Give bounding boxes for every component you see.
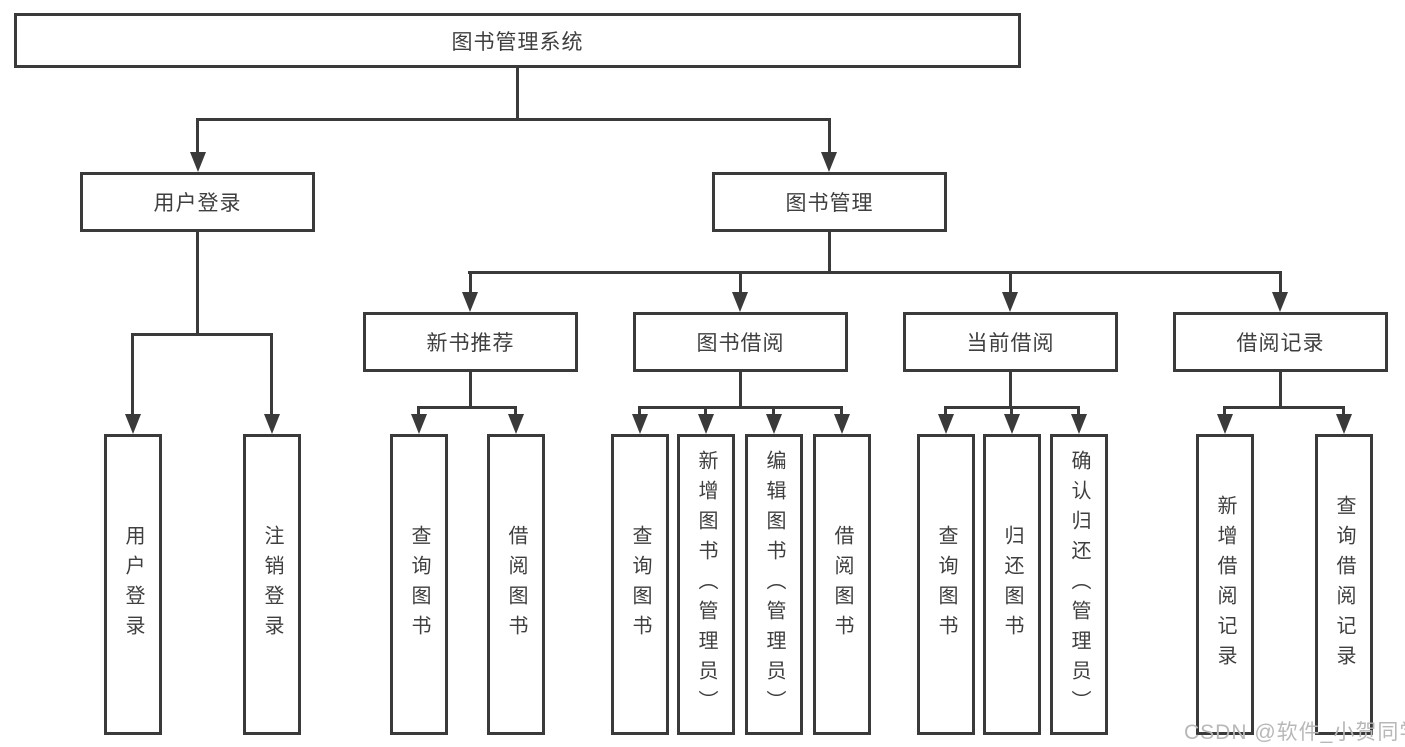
line-book-management-bar: [468, 271, 1282, 274]
line-drop-borrowing-records: [1279, 271, 1282, 296]
line-root-bar: [196, 118, 831, 121]
line-user-login-stem: [196, 231, 199, 335]
node-user-login-action: 用户登录: [104, 434, 162, 735]
node-label: 图书管理: [785, 192, 874, 215]
node-query-borrow-record: 查询借阅记录: [1315, 434, 1373, 735]
node-label: 用户登录: [153, 192, 242, 215]
line-book-management-stem: [828, 231, 831, 273]
node-label: 查询图书: [408, 524, 430, 645]
node-library-management-system: 图书管理系统: [14, 13, 1021, 68]
arrowhead-book-management: [821, 152, 837, 172]
node-user-login: 用户登录: [80, 172, 315, 232]
node-logout-action: 注销登录: [243, 434, 301, 735]
line-drop-add-books-admin: [704, 406, 707, 418]
line-drop-book-management: [828, 118, 831, 156]
node-label: 确认归还（管理员）: [1068, 449, 1090, 720]
arrowhead-query-borrow-record: [1336, 414, 1352, 434]
arrowhead-query-books-recommend: [411, 414, 427, 434]
node-label: 新书推荐: [426, 332, 515, 355]
arrowhead-add-borrow-record: [1217, 414, 1233, 434]
line-drop-confirm-return-admin: [1077, 406, 1080, 418]
node-confirm-return-admin: 确认归还（管理员）: [1050, 434, 1108, 735]
line-book-borrowing-stem: [739, 371, 742, 409]
line-drop-borrow-books: [840, 406, 843, 418]
node-label: 当前借阅: [966, 332, 1055, 355]
node-label: 借阅记录: [1236, 332, 1325, 355]
node-add-books-admin: 新增图书（管理员）: [677, 434, 735, 735]
line-borrowing-records-stem: [1279, 371, 1282, 409]
arrowhead-borrow-books: [834, 414, 850, 434]
arrowhead-logout-action: [264, 414, 280, 434]
arrowhead-current-borrowing: [1002, 292, 1018, 312]
line-drop-current-borrowing: [1009, 271, 1012, 296]
line-book-borrowing-bar: [638, 406, 843, 409]
line-drop-query-borrow-record: [1342, 406, 1345, 418]
line-borrowing-records-bar: [1223, 406, 1345, 409]
arrowhead-edit-books-admin: [766, 414, 782, 434]
node-query-books-current: 查询图书: [917, 434, 975, 735]
arrowhead-add-books-admin: [698, 414, 714, 434]
arrowhead-user-login: [190, 152, 206, 172]
line-drop-logout-action: [270, 333, 273, 418]
line-drop-user-login: [196, 118, 199, 156]
line-drop-borrow-books-recommend: [514, 406, 517, 418]
line-new-book-recommendation-stem: [469, 371, 472, 409]
line-new-book-recommendation-bar: [417, 406, 517, 409]
arrowhead-query-books-borrowing: [632, 414, 648, 434]
node-new-book-recommendation: 新书推荐: [363, 312, 578, 372]
node-label: 编辑图书（管理员）: [763, 449, 785, 720]
node-label: 图书管理系统: [451, 30, 584, 54]
node-book-management: 图书管理: [712, 172, 947, 232]
node-label: 借阅图书: [505, 524, 527, 645]
node-label: 图书借阅: [696, 332, 785, 355]
line-drop-return-books: [1010, 406, 1013, 418]
node-label: 查询借阅记录: [1333, 494, 1355, 675]
line-drop-query-books-current: [944, 406, 947, 418]
line-drop-query-books-borrowing: [638, 406, 641, 418]
line-user-login-bar: [131, 333, 273, 336]
node-label: 查询图书: [629, 524, 651, 645]
node-current-borrowing: 当前借阅: [903, 312, 1118, 372]
arrowhead-query-books-current: [938, 414, 954, 434]
node-borrowing-records: 借阅记录: [1173, 312, 1388, 372]
node-label: 新增图书（管理员）: [695, 449, 717, 720]
arrowhead-user-login-action: [125, 414, 141, 434]
node-label: 新增借阅记录: [1214, 494, 1236, 675]
line-drop-query-books-recommend: [417, 406, 420, 418]
line-drop-edit-books-admin: [772, 406, 775, 418]
node-query-books-recommend: 查询图书: [390, 434, 448, 735]
node-label: 归还图书: [1001, 524, 1023, 645]
node-book-borrowing: 图书借阅: [633, 312, 848, 372]
line-root-stem: [516, 66, 519, 120]
line-drop-add-borrow-record: [1223, 406, 1226, 418]
node-query-books-borrowing: 查询图书: [611, 434, 669, 735]
arrowhead-borrow-books-recommend: [508, 414, 524, 434]
line-current-borrowing-stem: [1009, 371, 1012, 409]
arrowhead-confirm-return-admin: [1071, 414, 1087, 434]
line-drop-book-borrowing: [739, 271, 742, 296]
node-label: 借阅图书: [831, 524, 853, 645]
node-edit-books-admin: 编辑图书（管理员）: [745, 434, 803, 735]
node-borrow-books-recommend: 借阅图书: [487, 434, 545, 735]
node-return-books: 归还图书: [983, 434, 1041, 735]
arrowhead-new-book-recommendation: [462, 292, 478, 312]
line-drop-new-book-recommendation: [469, 271, 472, 296]
arrowhead-return-books: [1004, 414, 1020, 434]
csdn-watermark: CSDN @软件_小贺同学: [1184, 721, 1405, 744]
arrowhead-borrowing-records: [1272, 292, 1288, 312]
node-add-borrow-record: 新增借阅记录: [1196, 434, 1254, 735]
node-label: 查询图书: [935, 524, 957, 645]
line-drop-user-login-action: [131, 333, 134, 418]
arrowhead-book-borrowing: [732, 292, 748, 312]
node-label: 注销登录: [261, 524, 283, 645]
node-label: 用户登录: [122, 524, 144, 645]
node-borrow-books: 借阅图书: [813, 434, 871, 735]
